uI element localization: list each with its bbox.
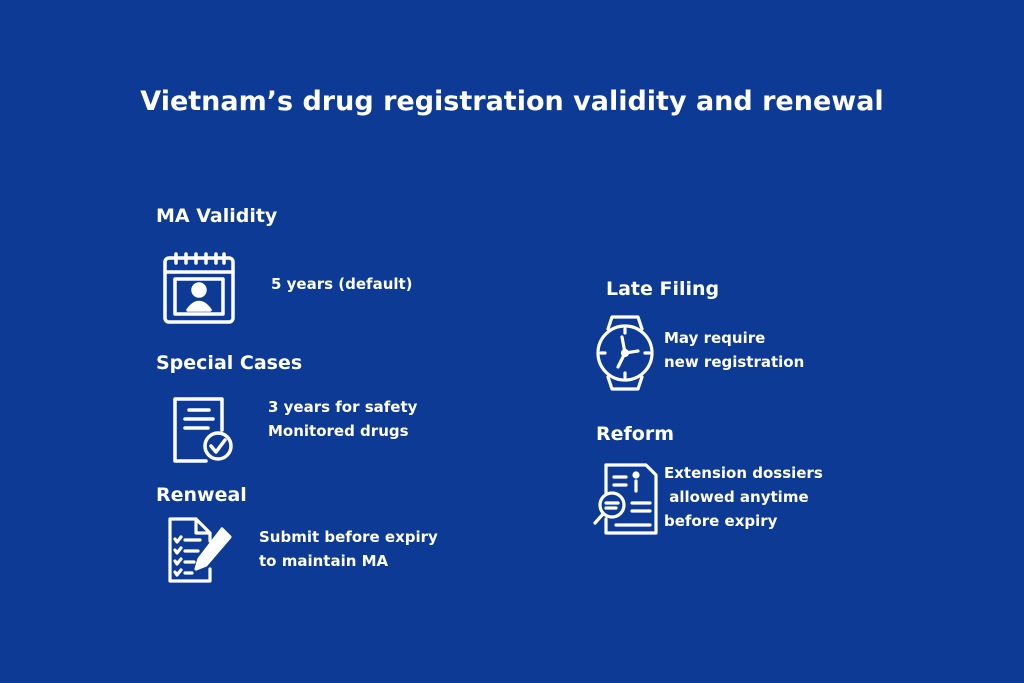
- wristwatch-icon: [592, 315, 658, 391]
- renewal-text: Submit before expiry to maintain MA: [259, 525, 438, 573]
- text-line: 5 years (default): [271, 275, 413, 293]
- text-line: Monitored drugs: [268, 422, 409, 440]
- text-line: before expiry: [664, 512, 778, 530]
- document-search-icon: [592, 463, 658, 535]
- text-line: to maintain MA: [259, 552, 389, 570]
- reform-heading: Reform: [596, 423, 675, 445]
- page-title: Vietnam’s drug registration validity and…: [140, 86, 884, 117]
- text-line: allowed anytime: [664, 488, 809, 506]
- text-line: May require: [664, 329, 766, 347]
- reform-text: Extension dossiers allowed anytime befor…: [664, 461, 823, 533]
- late-filing-heading: Late Filing: [606, 278, 720, 300]
- checklist-pen-icon: [166, 517, 232, 583]
- ma-validity-heading: MA Validity: [156, 205, 278, 227]
- text-line: Submit before expiry: [259, 528, 438, 546]
- text-line: 3 years for safety: [268, 398, 418, 416]
- ma-validity-text: 5 years (default): [271, 272, 413, 296]
- special-cases-heading: Special Cases: [156, 352, 303, 374]
- text-line: new registration: [664, 353, 805, 371]
- document-check-icon: [172, 396, 236, 464]
- text-line: Extension dossiers: [664, 464, 823, 482]
- special-cases-text: 3 years for safety Monitored drugs: [268, 395, 417, 443]
- renewal-heading: Renweal: [156, 484, 247, 506]
- late-filing-text: May require new registration: [664, 326, 804, 374]
- calendar-user-icon: [162, 252, 236, 324]
